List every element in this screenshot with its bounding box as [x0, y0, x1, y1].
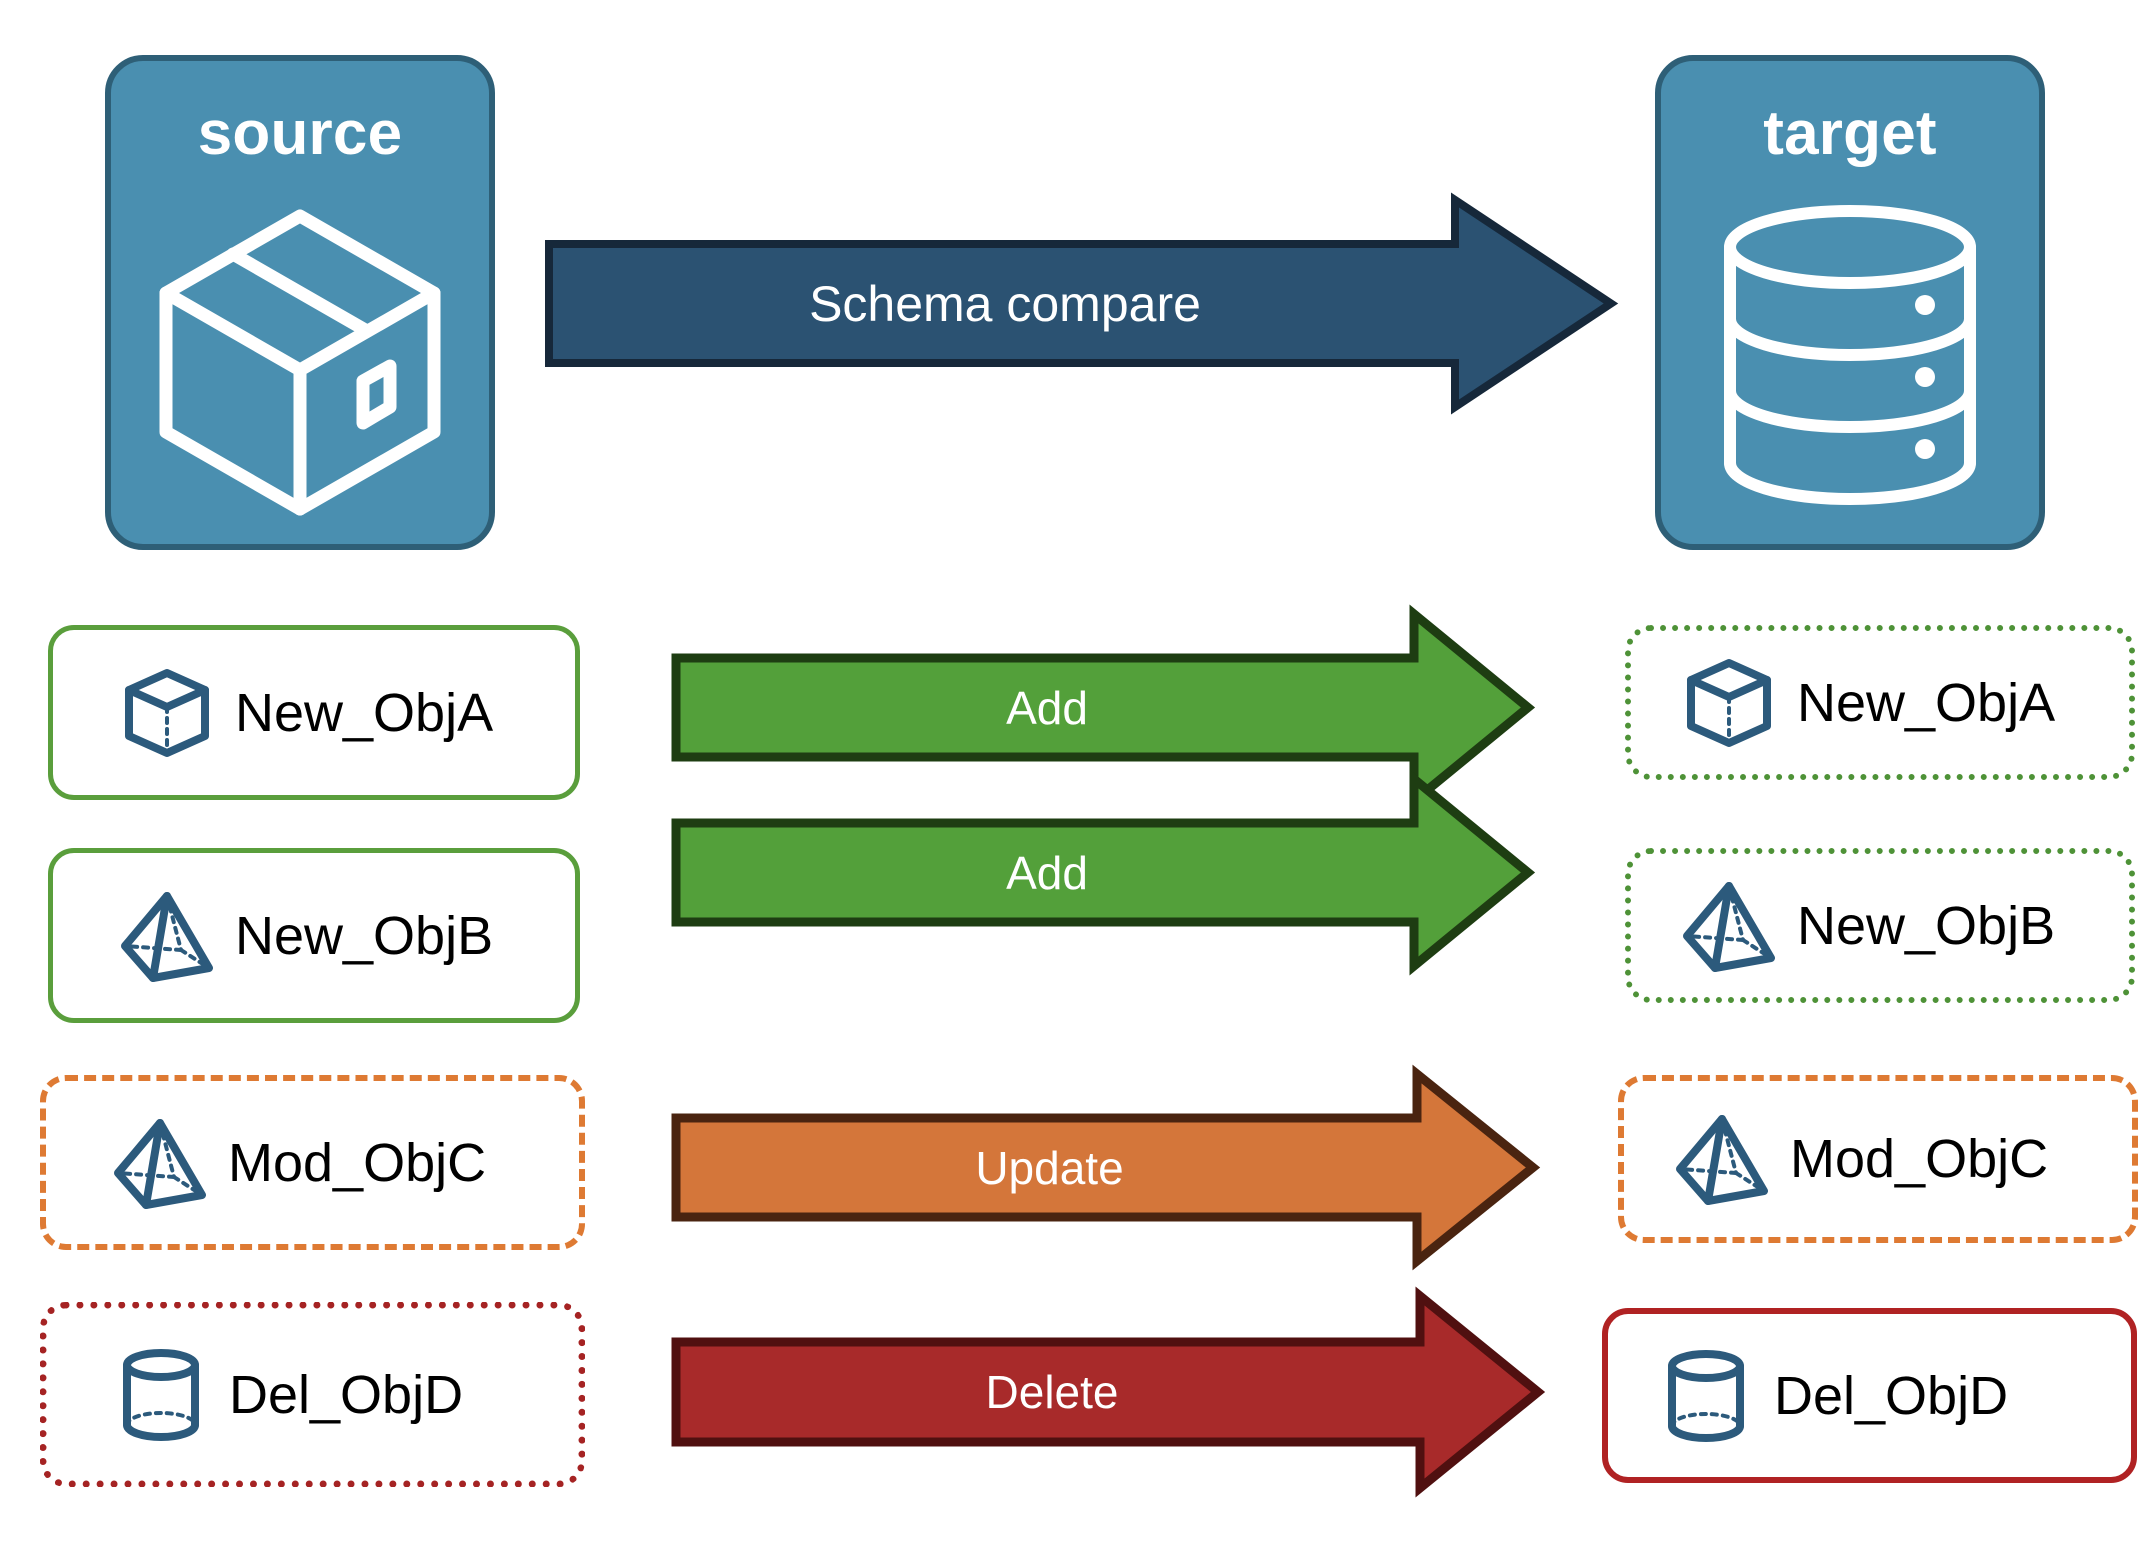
cylinder-icon: [1658, 1348, 1754, 1444]
target-object-card-3[interactable]: Del_ObjD: [1602, 1308, 2137, 1483]
target-title: target: [1763, 99, 1937, 168]
database-cylinder-icon: [1661, 165, 2039, 544]
target-object-label-0: New_ObjA: [1797, 672, 2056, 733]
source-object-card-2[interactable]: Mod_ObjC: [40, 1075, 585, 1250]
source-object-card-0[interactable]: New_ObjA: [48, 625, 580, 800]
package-box-icon: [111, 165, 489, 544]
cube-icon: [1681, 655, 1777, 751]
row-action-arrow-3: Delete: [671, 1286, 1546, 1498]
source-object-label-0: New_ObjA: [235, 682, 494, 743]
target-object-label-1: New_ObjB: [1797, 895, 2056, 956]
target-object-label-3: Del_ObjD: [1774, 1365, 2009, 1426]
source-object-card-3[interactable]: Del_ObjD: [40, 1302, 585, 1487]
row-action-arrow-2: Update: [671, 1064, 1541, 1271]
pyramid-icon: [1674, 1111, 1770, 1207]
target-object-card-0[interactable]: New_ObjA: [1625, 625, 2135, 780]
source-title: source: [197, 99, 403, 168]
schema-compare-arrow: Schema compare: [545, 192, 1619, 415]
source-object-label-1: New_ObjB: [235, 905, 494, 966]
source-endpoint-card: source: [105, 55, 495, 550]
target-endpoint-card: target: [1655, 55, 2045, 550]
pyramid-icon: [1681, 878, 1777, 974]
pyramid-icon: [119, 888, 215, 984]
source-object-card-1[interactable]: New_ObjB: [48, 848, 580, 1023]
source-object-label-3: Del_ObjD: [229, 1364, 464, 1425]
target-object-card-2[interactable]: Mod_ObjC: [1618, 1075, 2138, 1243]
cube-icon: [119, 665, 215, 761]
target-object-label-2: Mod_ObjC: [1790, 1129, 2049, 1189]
target-object-card-1[interactable]: New_ObjB: [1625, 848, 2135, 1003]
pyramid-icon: [112, 1115, 208, 1211]
cylinder-icon: [113, 1347, 209, 1443]
row-action-arrow-1: Add: [671, 769, 1536, 976]
source-object-label-2: Mod_ObjC: [228, 1132, 487, 1193]
